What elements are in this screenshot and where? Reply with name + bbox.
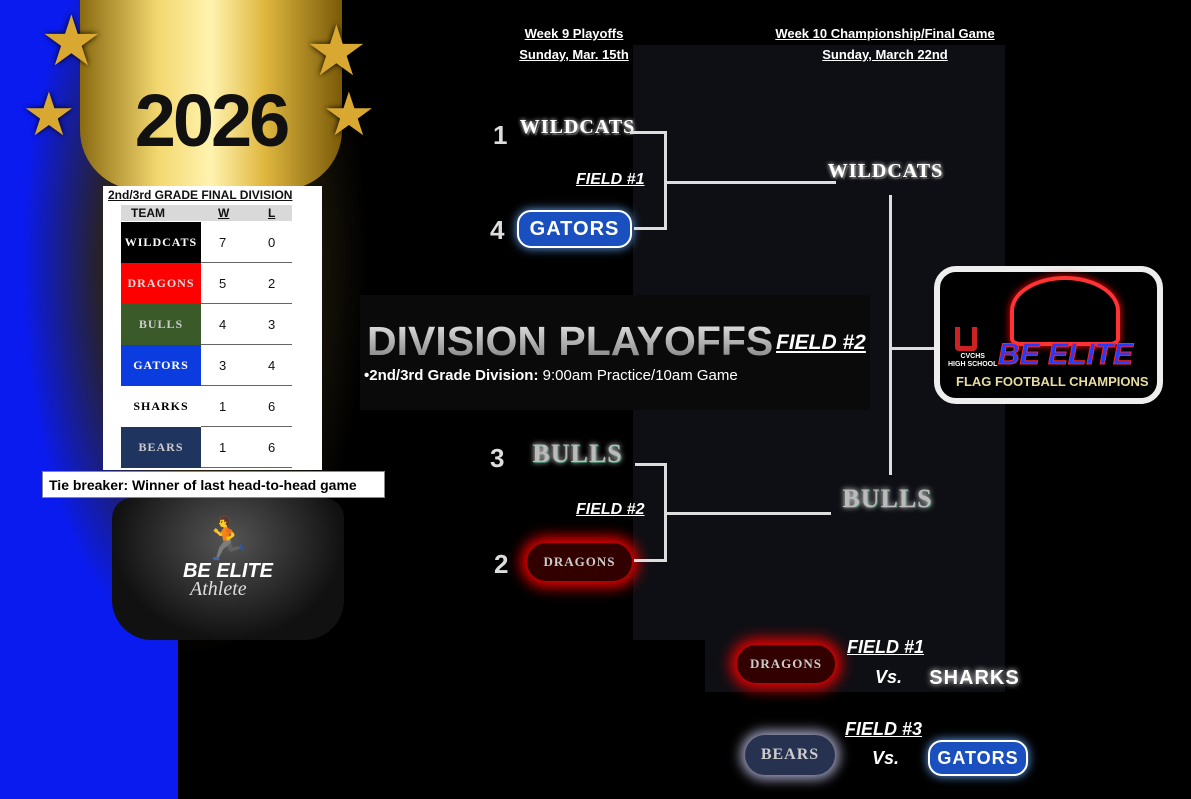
bracket-line	[664, 181, 836, 184]
bracket-line	[630, 131, 667, 134]
final-logo-bulls: BULLS	[842, 484, 933, 513]
champ-tagline: FLAG FOOTBALL CHAMPIONS	[956, 374, 1149, 389]
losses: 6	[268, 440, 276, 455]
tie-breaker-note: Tie breaker: Winner of last head-to-head…	[42, 471, 385, 498]
star-icon: ★	[22, 81, 76, 148]
seed-1: 1	[493, 120, 508, 150]
team-logo-dragons: DRAGONS	[527, 543, 632, 581]
consolation1-vs: Vs.	[875, 667, 903, 687]
week10-title: Week 10 Championship/Final Game	[775, 26, 995, 41]
school-sub: HIGH SCHOOL	[948, 361, 998, 368]
week10-header: Week 10 Championship/Final Game Sunday, …	[745, 23, 1025, 65]
wins: 5	[219, 276, 227, 291]
trophy-year: 2026	[134, 79, 291, 162]
header-team: TEAM	[131, 206, 165, 220]
division-title: DIVISION PLAYOFFS	[367, 318, 774, 364]
week9-header: Week 9 Playoffs Sunday, Mar. 15th	[484, 23, 664, 65]
consolation1-field: FIELD #1	[847, 637, 925, 657]
consolation-logo-sharks: SHARKS	[929, 667, 1020, 689]
wins: 7	[219, 235, 227, 250]
division-subtitle: •2nd/3rd Grade Division: 9:00am Practice…	[364, 367, 738, 384]
week10-date: Sunday, March 22nd	[822, 47, 948, 62]
wins: 1	[219, 399, 227, 414]
final-logo-wildcats: WILDCATS	[827, 160, 944, 182]
header-w: W	[218, 206, 230, 220]
base-brand: BE ELITE	[182, 560, 273, 582]
team-logo: DRAGONS	[121, 263, 201, 304]
team-logo: SHARKS	[121, 386, 201, 427]
standings-table: 2nd/3rd GRADE FINAL DIVISION TEAM W L WI…	[103, 186, 322, 470]
team-logo-gators: GATORS	[517, 210, 632, 248]
losses: 6	[268, 399, 276, 414]
standings-row: WILDCATS 7 0	[121, 222, 292, 263]
header-l: L	[268, 206, 276, 220]
football-icon	[1010, 276, 1120, 346]
bracket-line	[664, 512, 831, 515]
semi2-field: FIELD #2	[576, 501, 645, 518]
standings-row: BEARS 1 6	[121, 427, 292, 468]
seed-2: 2	[494, 549, 509, 579]
wins: 3	[219, 358, 227, 373]
runner-icon: 🏃	[200, 515, 253, 562]
losses: 0	[268, 235, 276, 250]
team-logo-bulls: BULLS	[532, 439, 623, 468]
bracket-line	[635, 463, 667, 466]
wins: 4	[219, 317, 227, 332]
bracket-line	[664, 131, 667, 230]
base-sub: Athlete	[190, 578, 247, 600]
losses: 2	[268, 276, 276, 291]
division-sub-bold: •2nd/3rd Grade Division:	[364, 367, 539, 384]
seed-4: 4	[490, 215, 505, 245]
standings-row: SHARKS 1 6	[121, 386, 292, 427]
star-icon: ★	[305, 12, 368, 90]
team-logo: BULLS	[121, 304, 201, 345]
consolation2-field: FIELD #3	[845, 719, 923, 739]
team-logo-wildcats: WILDCATS	[519, 116, 636, 138]
division-sub-rest: 9:00am Practice/10am Game	[538, 367, 738, 384]
star-icon: ★	[322, 81, 376, 148]
team-logo: GATORS	[121, 345, 201, 386]
consolation-logo-bears: BEARS	[745, 735, 835, 775]
losses: 3	[268, 317, 276, 332]
wins: 1	[219, 440, 227, 455]
standings-row: GATORS 3 4	[121, 345, 292, 386]
trophy-cup	[80, 0, 342, 190]
bracket-line	[889, 195, 892, 475]
losses: 4	[268, 358, 276, 373]
school-logo-icon	[955, 327, 977, 351]
school-abbr: CVCHS	[960, 353, 985, 360]
team-logo: WILDCATS	[121, 222, 201, 263]
champ-brand: BE ELITE	[997, 338, 1134, 372]
team-logo: BEARS	[121, 427, 201, 468]
star-icon: ★	[40, 2, 103, 80]
consolation-logo-dragons: DRAGONS	[737, 645, 835, 683]
division-box	[360, 295, 870, 410]
bracket-line	[634, 227, 667, 230]
consolation-logo-gators: GATORS	[928, 740, 1028, 776]
semi1-field: FIELD #1	[576, 171, 645, 188]
seed-3: 3	[490, 443, 505, 473]
standings-header: TEAM W L	[121, 205, 292, 221]
final-field: FIELD #2	[776, 331, 866, 354]
bracket-line	[889, 347, 935, 350]
week9-date: Sunday, Mar. 15th	[519, 47, 629, 62]
trophy-base	[112, 498, 344, 640]
standings-title: 2nd/3rd GRADE FINAL DIVISION	[108, 188, 293, 202]
bracket-line	[634, 559, 667, 562]
consolation2-vs: Vs.	[872, 748, 900, 768]
standings-row: DRAGONS 5 2	[121, 263, 292, 304]
week9-title: Week 9 Playoffs	[524, 26, 624, 41]
standings-row: BULLS 4 3	[121, 304, 292, 345]
